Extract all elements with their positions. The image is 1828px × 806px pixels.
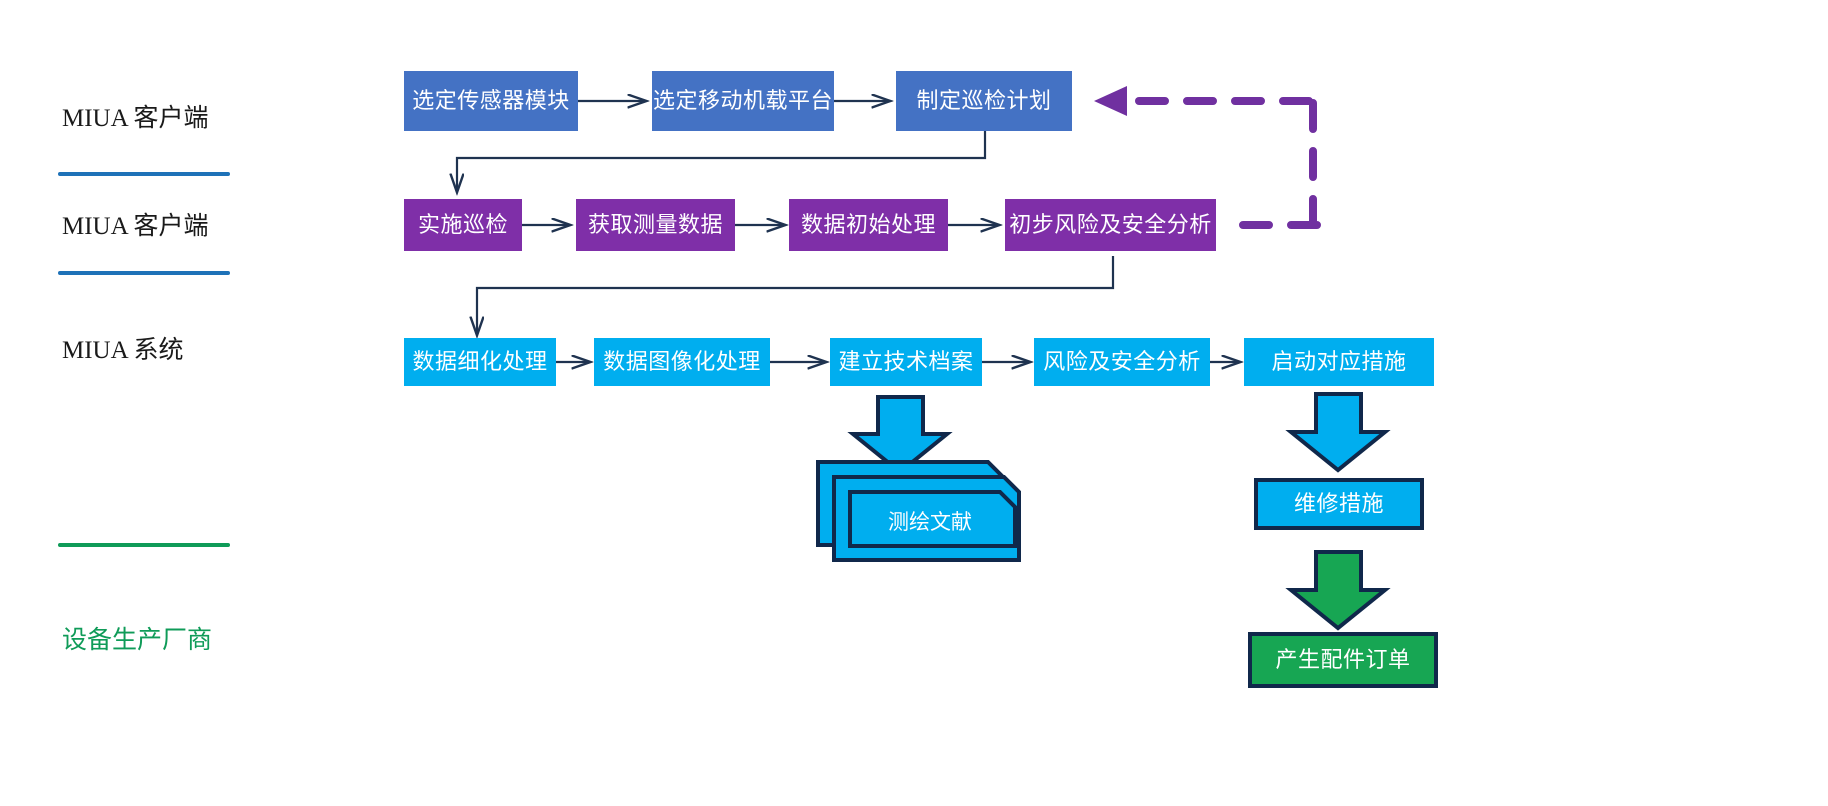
lane-divider-blue-2: [58, 271, 230, 275]
node-risk-safety-analysis[interactable]: 风险及安全分析: [1034, 338, 1210, 386]
node-select-mobile-platform[interactable]: 选定移动机载平台: [652, 71, 834, 131]
lane-divider-green: [58, 543, 230, 547]
node-label: 获取测量数据: [587, 211, 723, 237]
lane-divider-blue-1: [58, 172, 230, 176]
node-label: 初步风险及安全分析: [1009, 211, 1212, 237]
node-build-technical-archive[interactable]: 建立技术档案: [830, 338, 982, 386]
node-select-sensor-module[interactable]: 选定传感器模块: [404, 71, 578, 131]
node-label: 实施巡检: [417, 211, 508, 237]
node-data-imaging[interactable]: 数据图像化处理: [594, 338, 770, 386]
node-data-refinement[interactable]: 数据细化处理: [404, 338, 556, 386]
block-arrow-countermeasures-to-maintenance: [1285, 392, 1391, 473]
lane-label-client-2: MIUA 客户端: [62, 213, 209, 240]
node-label: 选定传感器模块: [412, 87, 570, 113]
lane-label-client-1: MIUA 客户端: [62, 105, 209, 132]
node-initial-data-processing[interactable]: 数据初始处理: [789, 199, 948, 251]
node-maintenance-measures[interactable]: 维修措施: [1254, 478, 1424, 530]
node-execute-inspection[interactable]: 实施巡检: [404, 199, 522, 251]
node-label: 建立技术档案: [838, 348, 974, 374]
node-label: 数据初始处理: [800, 211, 936, 237]
node-label: 数据细化处理: [412, 348, 548, 374]
arrow-preliminary-to-refinement: [477, 256, 1115, 335]
arrow-plan-to-inspection: [457, 131, 987, 192]
node-label: 维修措施: [1293, 490, 1384, 516]
node-label: 数据图像化处理: [603, 348, 761, 374]
node-label: 启动对应措施: [1271, 348, 1407, 374]
lane-label-system: MIUA 系统: [62, 337, 184, 364]
node-make-inspection-plan[interactable]: 制定巡检计划: [896, 71, 1072, 131]
block-arrow-archive-to-documents: [847, 395, 953, 475]
node-label: 产生配件订单: [1275, 646, 1411, 672]
node-start-countermeasures[interactable]: 启动对应措施: [1244, 338, 1434, 386]
node-label: 制定巡检计划: [916, 87, 1052, 113]
document-stack-label: 测绘文献: [888, 510, 972, 534]
node-label: 风险及安全分析: [1043, 348, 1201, 374]
node-preliminary-risk-safety-analysis[interactable]: 初步风险及安全分析: [1005, 199, 1216, 251]
node-generate-parts-order[interactable]: 产生配件订单: [1248, 632, 1438, 688]
lane-label-manufacturer: 设备生产厂商: [62, 627, 213, 654]
node-acquire-measurement-data[interactable]: 获取测量数据: [576, 199, 735, 251]
block-arrow-maintenance-to-parts-order: [1285, 550, 1391, 631]
node-label: 选定移动机载平台: [652, 87, 833, 113]
